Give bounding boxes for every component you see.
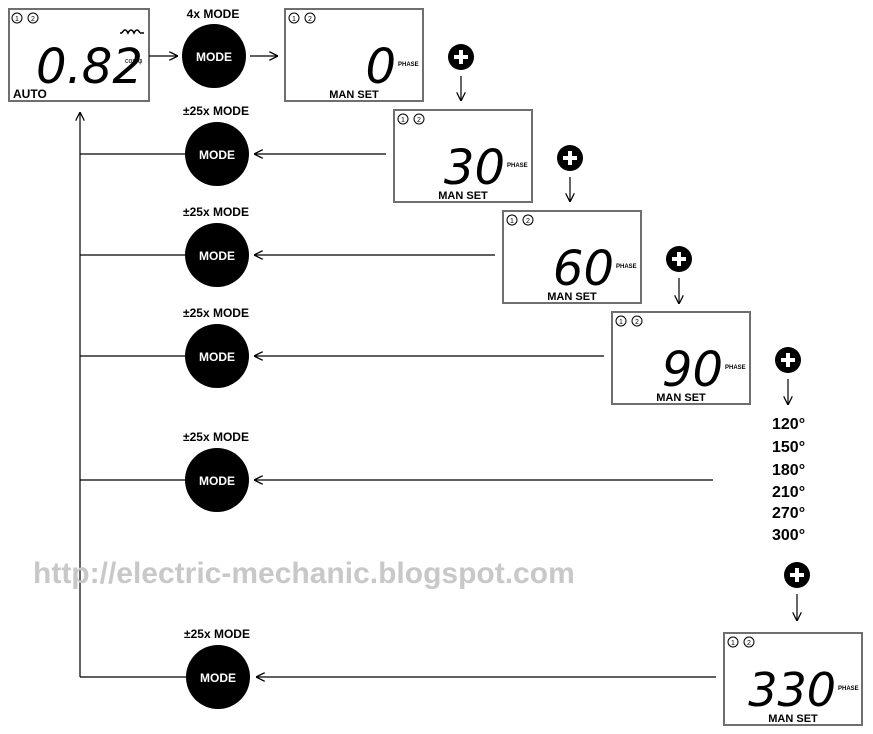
auto-display: 1 2 0.82 cos φ AUTO (8, 8, 150, 102)
marker-2-icon: 2 (743, 636, 755, 648)
display-unit: PHASE (398, 62, 419, 68)
phase-display: 1 2 0 PHASE MAN SET (284, 8, 424, 102)
step-label: 4x MODE (187, 7, 240, 21)
step-label: ±25x MODE (183, 205, 249, 219)
return-step: ±25x MODE MODE (80, 430, 713, 512)
marker-1-icon: 1 (397, 113, 409, 125)
display-value: 0 (365, 39, 396, 95)
display-value: 0.82 (36, 39, 143, 95)
step-label: ±25x MODE (183, 104, 249, 118)
plus-circle-icon[interactable] (775, 347, 801, 373)
return-step: ±25x MODE MODE (80, 205, 495, 287)
display-value: 330 (748, 663, 836, 717)
marker-2-icon: 2 (631, 315, 643, 327)
display-mode: MAN SET (547, 291, 597, 303)
display-unit: PHASE (725, 365, 746, 371)
plus-circle-icon[interactable] (448, 44, 474, 70)
marker-2-icon: 2 (522, 214, 534, 226)
watermark: http://electric-mechanic.blogspot.com (33, 557, 575, 590)
svg-text:2: 2 (308, 16, 312, 23)
svg-text:2: 2 (31, 16, 35, 23)
phase-display: 1 2 90 PHASE MAN SET (611, 311, 751, 405)
inductive-icon (120, 29, 144, 35)
display-mode: MAN SET (438, 190, 488, 202)
return-step: ±25x MODE MODE (80, 104, 386, 186)
display-unit: PHASE (838, 686, 859, 692)
plus-circle-icon[interactable] (784, 562, 810, 588)
mode-button-label: MODE (196, 50, 232, 64)
display-value: 90 (662, 342, 723, 398)
mode-button[interactable]: MODE (185, 324, 249, 388)
mode-button[interactable]: MODE (182, 24, 246, 88)
marker-1-icon: 1 (11, 12, 23, 24)
display-mode: MAN SET (329, 89, 379, 101)
svg-text:2: 2 (417, 117, 421, 124)
svg-text:1: 1 (731, 640, 735, 647)
mode-button-label: MODE (199, 474, 235, 488)
angle-item: 300° (772, 527, 805, 544)
step-label: ±25x MODE (183, 430, 249, 444)
phase-display: 1 2 60 PHASE MAN SET (502, 210, 642, 304)
display-mode: MAN SET (656, 392, 706, 404)
step-label: ±25x MODE (184, 627, 250, 641)
mode-button[interactable]: MODE (186, 645, 250, 709)
marker-1-icon: 1 (615, 315, 627, 327)
svg-text:2: 2 (526, 218, 530, 225)
angle-item: 210° (772, 484, 805, 501)
display-unit: PHASE (616, 264, 637, 270)
mode-button-label: MODE (199, 350, 235, 364)
display-unit: cos φ (125, 58, 143, 65)
svg-text:1: 1 (15, 16, 19, 23)
angle-item: 180° (772, 462, 805, 479)
mode-button-label: MODE (199, 249, 235, 263)
marker-2-icon: 2 (413, 113, 425, 125)
mode-button[interactable]: MODE (185, 122, 249, 186)
marker-1-icon: 1 (727, 636, 739, 648)
svg-text:2: 2 (747, 640, 751, 647)
angle-item: 150° (772, 439, 805, 456)
svg-text:1: 1 (619, 319, 623, 326)
mode-button[interactable]: MODE (185, 448, 249, 512)
display-value: 60 (553, 241, 614, 297)
plus-circle-icon[interactable] (557, 145, 583, 171)
angle-item: 120° (772, 416, 805, 433)
mode-button[interactable]: MODE (185, 223, 249, 287)
display-value: 30 (444, 140, 505, 196)
return-step: ±25x MODE MODE (80, 306, 604, 388)
marker-1-icon: 1 (506, 214, 518, 226)
phase-display: 1 2 330 PHASE MAN SET (723, 632, 863, 726)
plus-circle-icon[interactable] (666, 246, 692, 272)
mode-button-label: MODE (199, 148, 235, 162)
svg-text:2: 2 (635, 319, 639, 326)
svg-text:1: 1 (510, 218, 514, 225)
angle-item: 270° (772, 505, 805, 522)
svg-text:1: 1 (292, 16, 296, 23)
return-step: ±25x MODE MODE (80, 627, 716, 709)
marker-2-icon: 2 (304, 12, 316, 24)
step-label: ±25x MODE (183, 306, 249, 320)
marker-2-icon: 2 (27, 12, 39, 24)
marker-1-icon: 1 (288, 12, 300, 24)
intermediate-angles-list: 120° 150° 180° 210° 270° 300° (772, 416, 805, 544)
mode-button-label: MODE (200, 671, 236, 685)
phase-display: 1 2 30 PHASE MAN SET (393, 109, 533, 203)
svg-text:1: 1 (401, 117, 405, 124)
display-mode: MAN SET (768, 713, 818, 725)
display-unit: PHASE (507, 163, 528, 169)
display-mode: AUTO (13, 87, 47, 101)
